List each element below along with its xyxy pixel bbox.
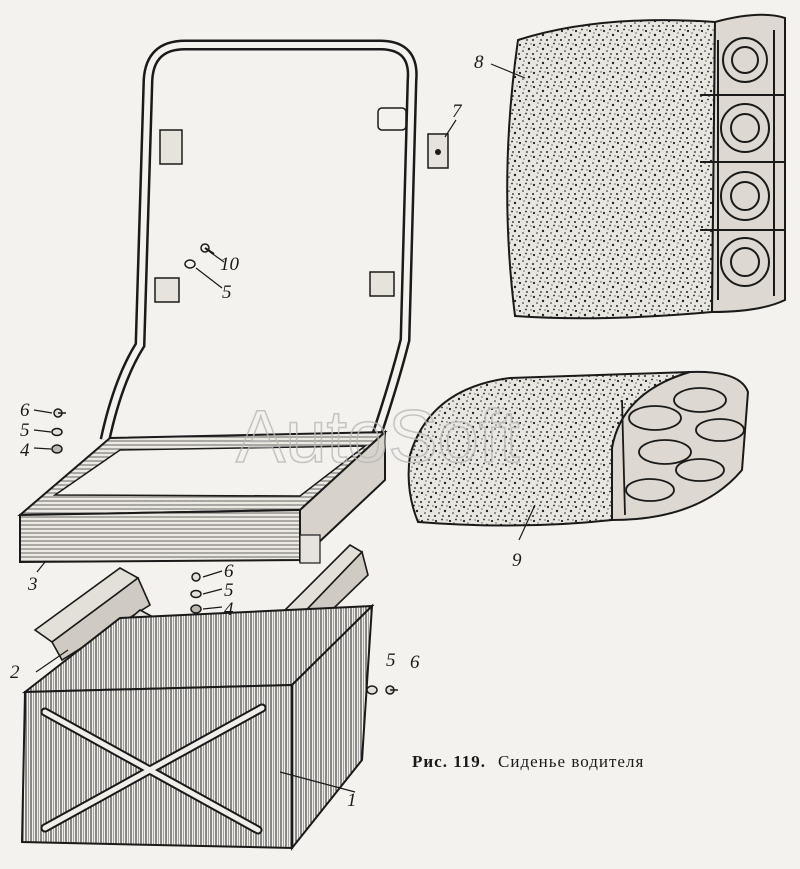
clip-part-7 (427, 133, 449, 169)
callout-7: 7 (452, 101, 463, 122)
backrest-springs (700, 30, 785, 300)
callout-6-left: 6 (20, 400, 30, 421)
backrest-cushion (506, 13, 786, 320)
seat-springs (621, 387, 745, 516)
callout-10: 10 (220, 254, 240, 275)
bolt-part-10 (184, 243, 215, 269)
figure-caption: Рис. 119. Сиденье водителя (412, 752, 644, 771)
callout-6-center: 6 (224, 561, 234, 582)
fasteners-right (366, 685, 398, 695)
watermark: AutoSoft (236, 395, 520, 478)
callout-5-left: 5 (20, 420, 30, 441)
callout-6-right: 6 (410, 652, 420, 673)
callout-2: 2 (10, 662, 20, 683)
fasteners-center (190, 572, 202, 614)
leader-lines (33, 63, 536, 793)
callout-5-center: 5 (224, 580, 234, 601)
backrest-frame (99, 39, 418, 442)
seat-box (20, 603, 375, 851)
callout-5-backrest: 5 (222, 282, 232, 303)
callout-1: 1 (347, 790, 357, 811)
callout-5-right: 5 (386, 650, 396, 671)
seat-cushion (407, 370, 750, 527)
callout-4-left: 4 (20, 440, 30, 461)
caption-title: Сиденье водителя (498, 752, 644, 771)
callout-4-center: 4 (224, 599, 234, 620)
fasteners-left (51, 408, 66, 454)
caption-prefix: Рис. 119. (412, 752, 486, 771)
seat-base-frame (17, 429, 388, 564)
callout-3: 3 (27, 574, 38, 595)
callout-8: 8 (474, 52, 484, 73)
callout-9: 9 (512, 550, 522, 571)
